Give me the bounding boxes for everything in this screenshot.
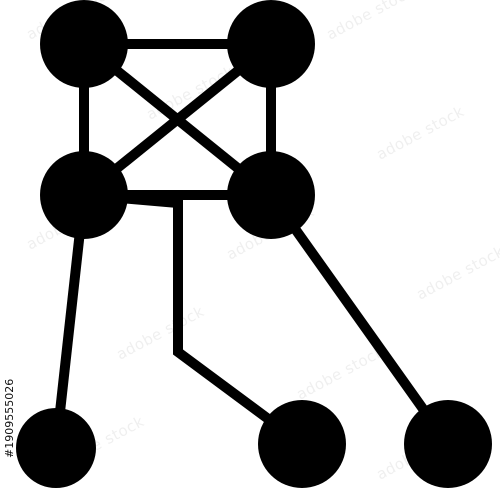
watermark-text: adobe stock <box>373 102 467 163</box>
node-mid-right <box>227 151 315 239</box>
node-bottom-left <box>16 408 96 488</box>
watermark-text: adobe stock <box>293 342 387 403</box>
node-layer <box>16 0 492 488</box>
watermark-text: adobe stock <box>413 242 500 303</box>
watermark-text: adobe stock <box>113 302 207 363</box>
edge-mid-right-to-bottom-right <box>266 192 453 447</box>
node-mid-left <box>40 151 128 239</box>
node-bottom-right <box>404 400 492 488</box>
watermark-text: adobe stock <box>323 0 417 44</box>
stock-id-label: #1909555026 <box>3 379 16 458</box>
edge-mid-left-to-bottom-middle <box>83 190 305 449</box>
node-top-left <box>40 0 128 88</box>
node-bottom-middle <box>258 400 346 488</box>
node-top-right <box>227 0 315 88</box>
